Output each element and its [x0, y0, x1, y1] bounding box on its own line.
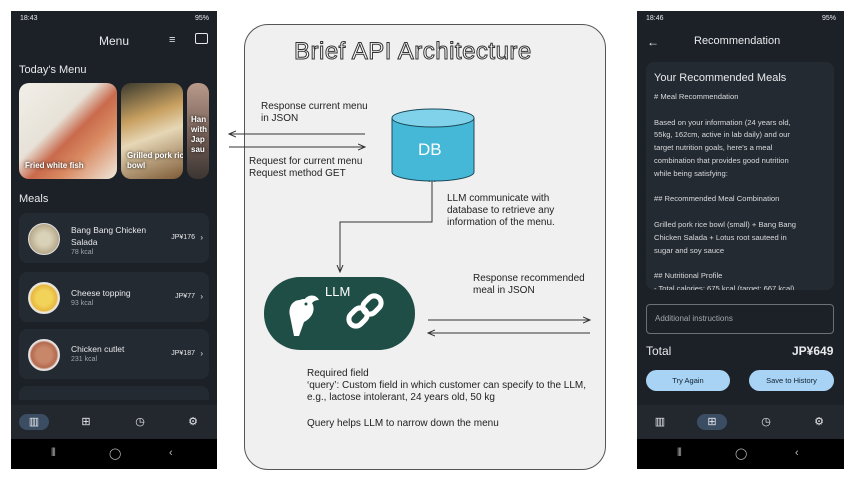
status-battery: 95%	[194, 15, 209, 22]
recommendation-line: target nutrition goals, here's a meal	[654, 143, 773, 153]
chevron-right-icon: ›	[200, 233, 203, 242]
meal-thumbnail	[28, 339, 60, 371]
meal-price: JP¥187	[171, 350, 195, 357]
book-icon[interactable]: ▥	[654, 416, 666, 428]
todays-menu-heading: Today's Menu	[19, 64, 87, 76]
recents-icon[interactable]: ⦀	[677, 447, 682, 459]
system-nav-bar: ⦀ ◯ ‹	[637, 439, 844, 469]
meal-kcal: 231 kcal	[71, 356, 98, 363]
menu-card[interactable]: Fried white fish	[19, 83, 117, 179]
status-bar: 18:46 95%	[637, 11, 844, 27]
recommendation-line: while being satisfying:	[654, 168, 728, 178]
meal-thumbnail	[28, 223, 60, 255]
menu-card[interactable]: Han with Jap sau	[187, 83, 209, 179]
recommendation-line: 55kg, 162cm, active in lab daily) and ou…	[654, 130, 790, 140]
instructions-placeholder: Additional instructions	[655, 314, 733, 323]
response-menu-label: Response current menu in JSON	[261, 101, 368, 124]
llm-to-db-connector	[339, 175, 432, 270]
meal-kcal: 78 kcal	[71, 249, 94, 256]
recents-icon[interactable]: ⦀	[51, 447, 56, 459]
chevron-right-icon: ›	[200, 349, 203, 358]
page-title: Recommendation	[694, 35, 781, 47]
recommendation-line: combination that provides good nutrition	[654, 156, 789, 165]
chevron-right-icon: ›	[200, 292, 203, 301]
db-cylinder	[391, 108, 475, 182]
status-battery: 95%	[821, 15, 836, 22]
gear-icon[interactable]: ⚙	[188, 416, 198, 428]
panel-heading: Your Recommended Meals	[654, 72, 787, 84]
book-icon[interactable]: ▥	[19, 414, 49, 430]
bottom-tab-bar: ▥ ⊞ ◷ ⚙	[11, 405, 217, 439]
status-time: 18:46	[646, 15, 664, 22]
response-meal-label: Response recommended meal in JSON	[473, 273, 585, 296]
db-label: DB	[418, 140, 442, 159]
recommendation-line: sugar and soy sauce	[654, 245, 725, 255]
recommendation-line: Chicken Salada + Lotus root sauteed in	[654, 232, 787, 242]
recommendation-line: ## Recommended Meal Combination	[654, 194, 780, 204]
menu-card-caption: Grilled pork ric bowl	[127, 151, 183, 170]
bottom-tab-bar: ▥ ⊞ ◷ ⚙	[637, 405, 844, 439]
menu-card-caption: Fried white fish	[25, 161, 84, 170]
meal-price: JP¥77	[175, 293, 195, 300]
link-icon	[346, 293, 384, 329]
chat-plus-icon[interactable]: ⊞	[697, 414, 727, 430]
try-again-button[interactable]: Try Again	[646, 370, 730, 391]
meal-name: Cheese topping	[71, 288, 131, 298]
diagram-panel	[244, 24, 606, 470]
meal-row[interactable]: Bang Bang Chicken Salada 78 kcal JP¥176 …	[19, 213, 209, 263]
back-arrow-icon[interactable]: ←	[647, 35, 659, 49]
meal-row[interactable]	[19, 386, 209, 400]
gear-icon[interactable]: ⚙	[814, 416, 824, 428]
meal-row[interactable]: Chicken cutlet 231 kcal JP¥187 ›	[19, 329, 209, 379]
request-menu-label: Request for current menu Request method …	[249, 156, 363, 179]
llm-label: LLM	[325, 284, 351, 299]
home-icon[interactable]: ◯	[735, 448, 748, 460]
llm-db-note: LLM communicate with database to retriev…	[447, 193, 555, 228]
recommendation-line: Based on your information (24 years old,	[654, 117, 791, 127]
camera-icon[interactable]	[195, 33, 208, 44]
diagram-title: Brief API Architecture	[294, 38, 532, 66]
history-icon[interactable]: ◷	[761, 416, 771, 428]
meal-price: JP¥176	[171, 234, 195, 241]
system-nav-bar: ⦀ ◯ ‹	[11, 439, 217, 469]
total-value: JP¥649	[792, 344, 834, 358]
parrot-icon	[289, 295, 319, 336]
back-icon[interactable]: ‹	[169, 447, 173, 459]
recommendation-line: ## Nutritional Profile	[654, 271, 723, 281]
query-note: Query helps LLM to narrow down the menu	[307, 418, 499, 429]
meal-row[interactable]: Cheese topping 93 kcal JP¥77 ›	[19, 272, 209, 322]
total-label: Total	[646, 344, 672, 358]
meals-heading: Meals	[19, 193, 49, 205]
required-field-label: Required field ‘query’: Custom field in …	[307, 368, 587, 403]
instructions-input[interactable]: Additional instructions	[646, 304, 834, 334]
status-time: 18:43	[20, 15, 38, 22]
recommendation-line: - Total calories: 675 kcal (target: 667 …	[654, 284, 795, 290]
meal-name: Chicken cutlet	[71, 344, 125, 354]
status-bar: 18:43 95%	[11, 11, 217, 27]
menu-card-caption: Han with Jap sau	[191, 115, 207, 154]
back-icon[interactable]: ‹	[795, 447, 799, 459]
save-history-button[interactable]: Save to History	[749, 370, 834, 391]
home-icon[interactable]: ◯	[109, 448, 122, 460]
recommendation-line: # Meal Recommendation	[654, 92, 739, 101]
meal-thumbnail	[28, 282, 60, 314]
chat-plus-icon[interactable]: ⊞	[81, 416, 91, 428]
recommendation-line: Grilled pork rice bowl (small) + Bang Ba…	[654, 220, 797, 229]
recommendation-panel: Your Recommended Meals # Meal Recommenda…	[646, 62, 834, 290]
menu-card[interactable]: Grilled pork ric bowl	[121, 83, 183, 179]
menu-lines-icon[interactable]: ≡	[169, 34, 176, 46]
page-title: Menu	[99, 34, 130, 48]
meal-kcal: 93 kcal	[71, 300, 94, 307]
meal-name: Bang Bang Chicken Salada	[71, 225, 147, 247]
history-icon[interactable]: ◷	[135, 416, 145, 428]
